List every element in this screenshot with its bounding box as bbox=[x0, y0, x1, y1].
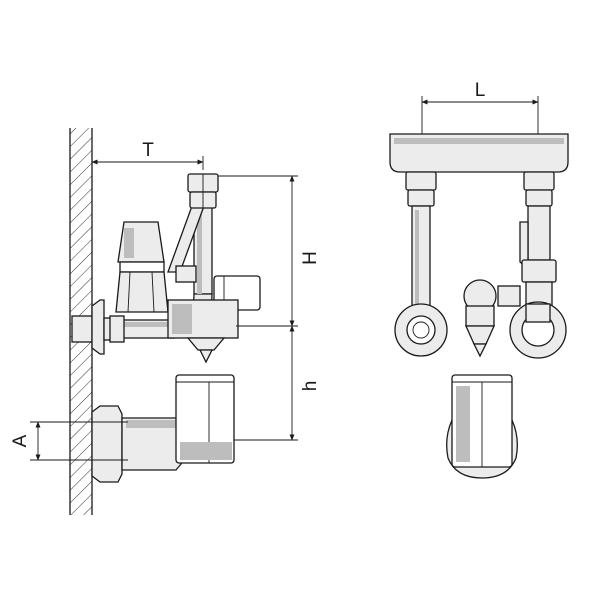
lower-trap-bend bbox=[91, 374, 235, 483]
center-valve bbox=[463, 279, 521, 358]
dimension-A-label: A bbox=[10, 434, 31, 447]
side-view: T H h A bbox=[10, 128, 321, 515]
dimension-L-label: L bbox=[475, 80, 486, 101]
dimension-L: L bbox=[421, 80, 539, 134]
dimension-H-label: H bbox=[300, 251, 321, 265]
thermostatic-head bbox=[115, 221, 169, 313]
dimension-T: T bbox=[91, 140, 204, 170]
dimension-h-label: h bbox=[300, 381, 321, 392]
dimension-A: A bbox=[10, 421, 128, 461]
supply-pipe bbox=[109, 315, 175, 343]
basin-block bbox=[389, 133, 569, 173]
left-riser bbox=[394, 171, 448, 357]
right-riser bbox=[509, 171, 567, 359]
valve-body bbox=[167, 265, 261, 364]
front-view: L bbox=[389, 80, 569, 479]
wall-flange bbox=[71, 299, 123, 355]
dimension-H: H bbox=[218, 175, 321, 327]
top-union-nut bbox=[187, 173, 219, 209]
front-trap bbox=[446, 374, 518, 479]
dimension-h: h bbox=[234, 325, 321, 441]
dimension-T-label: T bbox=[142, 140, 154, 161]
